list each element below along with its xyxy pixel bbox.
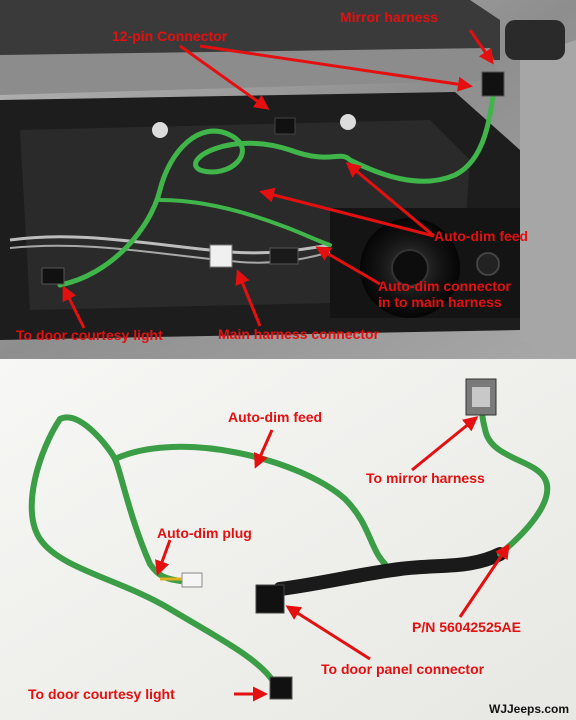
arrow-part-number	[458, 543, 510, 618]
label-mirror-harness: Mirror harness	[340, 9, 439, 25]
arrow-auto-dim-feed-a	[259, 187, 435, 238]
harness-illustration	[0, 359, 576, 720]
arrow-auto-dim-connector	[315, 246, 381, 286]
label-auto-dim-feed-top: Auto-dim feed	[434, 228, 529, 244]
watermark-text: WJJeeps.com	[489, 702, 570, 716]
arrow-door-panel-connector	[285, 605, 371, 661]
arrow-twelve-pin-b	[199, 44, 473, 92]
label-auto-dim-feed-bottom: Auto-dim feed	[228, 409, 323, 425]
label-to-mirror-harness: To mirror harness	[366, 470, 485, 486]
arrow-twelve-pin-a	[179, 44, 270, 110]
arrow-auto-dim-feed-bottom	[254, 429, 274, 469]
arrow-auto-dim-feed-b	[345, 162, 435, 238]
arrow-mirror-harness	[468, 29, 494, 65]
label-auto-dim-connector-line-2: in to main harness	[378, 294, 502, 310]
label-door-courtesy-light-top: To door courtesy light	[16, 327, 163, 343]
label-to-door-panel-connector: To door panel connector	[321, 661, 485, 677]
label-main-harness-connector: Main harness connector	[218, 326, 380, 342]
label-auto-dim-connector-line-1: Auto-dim connector	[378, 278, 511, 294]
arrow-auto-dim-plug	[155, 539, 172, 576]
label-auto-dim-connector: Auto-dim connector in to main harness	[378, 278, 511, 310]
label-part-number: P/N 56042525AE	[412, 619, 521, 635]
label-auto-dim-plug: Auto-dim plug	[157, 525, 252, 541]
twelve-pin-connector-part	[274, 117, 296, 135]
label-twelve-pin-connector: 12-pin Connector	[112, 28, 228, 44]
harness-photo: Auto-dim feed To mirror harness Auto-dim…	[0, 359, 576, 720]
arrow-to-mirror-harness	[411, 416, 479, 472]
label-door-courtesy-light-bottom: To door courtesy light	[28, 686, 175, 702]
arrow-main-harness-connector	[235, 269, 262, 327]
arrow-courtesy-light-top	[62, 285, 86, 329]
main-harness-connector-part	[209, 244, 233, 268]
